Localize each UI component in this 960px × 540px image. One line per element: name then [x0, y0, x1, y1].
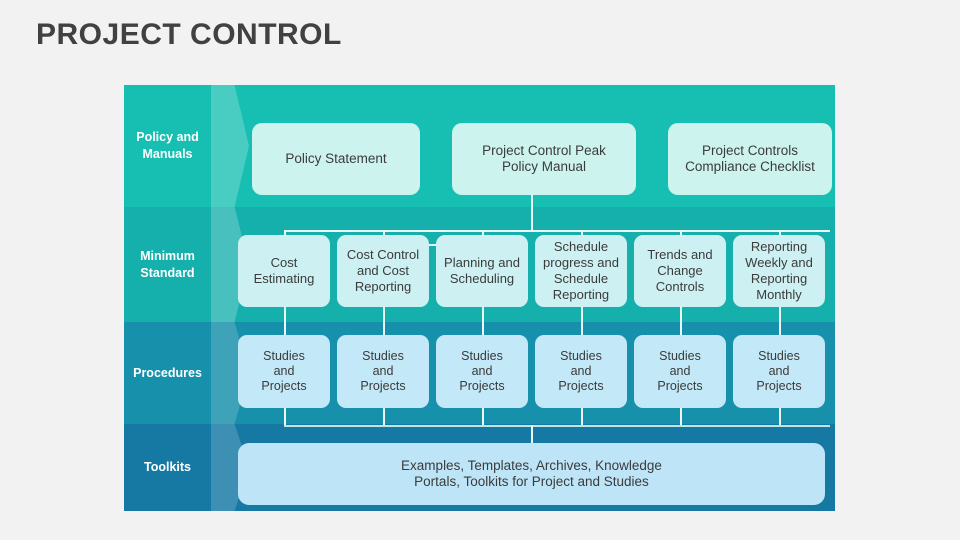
connector-l2-to-l3-5: [680, 307, 682, 335]
band-label-line1: Procedures: [133, 365, 202, 380]
node-label-line3: Reporting: [354, 278, 412, 294]
node-studies-and-projects-6[interactable]: Studies and Projects: [733, 335, 825, 408]
connector-l3-to-bus-5: [680, 408, 682, 426]
connector-bus-to-l4: [531, 425, 533, 443]
node-label-line2: Compliance Checklist: [685, 159, 815, 174]
node-toolkits-examples-templates-archives[interactable]: Examples, Templates, Archives, Knowledge…: [238, 443, 825, 505]
node-label-line2: and: [570, 363, 592, 378]
node-studies-and-projects-1[interactable]: Studies and Projects: [238, 335, 330, 408]
node-label-line3: Projects: [756, 379, 802, 394]
connector-l3-to-bus-4: [581, 408, 583, 426]
node-label-line1: Examples, Templates, Archives, Knowledge: [401, 457, 662, 473]
node-label-line2: and: [273, 363, 295, 378]
node-policy-statement[interactable]: Policy Statement: [252, 123, 420, 195]
node-label-line2: and: [372, 363, 394, 378]
connector-l2-to-l3-6: [779, 307, 781, 335]
node-studies-and-projects-4[interactable]: Studies and Projects: [535, 335, 627, 408]
connector-l2-to-l3-2: [383, 307, 385, 335]
node-label-line3: Projects: [459, 379, 505, 394]
node-label-line1: Schedule: [553, 239, 609, 255]
node-label-line3: Projects: [360, 379, 406, 394]
band-label-policy-and-manuals: Policy and Manuals: [124, 85, 211, 207]
band-label-procedures: Procedures: [124, 322, 211, 424]
node-studies-and-projects-2[interactable]: Studies and Projects: [337, 335, 429, 408]
band-label-line2: Standard: [140, 265, 195, 280]
diagram-frame: Policy and Manuals Minimum Standard Proc…: [124, 85, 835, 511]
band-chevron-policy: [211, 85, 249, 207]
node-label-line3: Controls: [655, 278, 705, 294]
connector-l2-to-l3-3: [482, 307, 484, 335]
band-label-line1: Policy and: [136, 130, 199, 145]
node-label-line2: Policy Manual: [501, 159, 587, 174]
node-label-line3: Projects: [558, 379, 604, 394]
connector-l4-bus: [284, 425, 830, 427]
node-label-line1: Studies: [362, 348, 404, 363]
node-label-line1: Reporting: [750, 239, 808, 255]
node-label-line2: Portals, Toolkits for Project and Studie…: [414, 474, 649, 489]
node-label-line1: Trends and: [647, 247, 713, 263]
node-label-line1: Cost Control: [346, 247, 420, 263]
node-label-line4: Monthly: [756, 286, 802, 302]
node-label-line2: Change: [657, 263, 703, 279]
node-label-line2: Scheduling: [449, 271, 515, 286]
connector-l3-to-bus-6: [779, 408, 781, 426]
node-label-line1: Studies: [461, 348, 503, 363]
node-label-line1: Cost: [270, 255, 298, 271]
node-label-line2: and: [669, 363, 691, 378]
node-label: Policy Statement: [285, 150, 387, 166]
node-project-controls-compliance-checklist[interactable]: Project Controls Compliance Checklist: [668, 123, 832, 195]
node-label-line2: Estimating: [253, 271, 315, 286]
node-label-line2: and: [768, 363, 790, 378]
node-label-line3: Projects: [261, 379, 307, 394]
node-label-line1: Project Control Peak: [482, 142, 606, 158]
node-label-line3: Reporting: [750, 271, 808, 286]
connector-l3-to-bus-3: [482, 408, 484, 426]
node-label-line3: Projects: [657, 379, 703, 394]
connector-l3-to-bus-1: [284, 408, 286, 426]
band-label-toolkits: Toolkits: [124, 424, 211, 511]
node-project-control-peak-policy-manual[interactable]: Project Control Peak Policy Manual: [452, 123, 636, 195]
node-trends-and-change-controls[interactable]: Trends and Change Controls: [634, 235, 726, 307]
node-schedule-progress-and-schedule-reporting[interactable]: Schedule progress and Schedule Reporting: [535, 235, 627, 307]
connector-l3-to-bus-2: [383, 408, 385, 426]
node-planning-and-scheduling[interactable]: Planning and Scheduling: [436, 235, 528, 307]
node-label-line2: and Cost: [356, 263, 410, 279]
node-label-line1: Studies: [263, 348, 305, 363]
node-label-line1: Studies: [758, 348, 800, 363]
node-label-line1: Studies: [560, 348, 602, 363]
connector-l2-bus: [284, 230, 830, 232]
connector-l2-to-l3-1: [284, 307, 286, 335]
connector-l1-to-bus: [531, 195, 533, 231]
node-label-line2: Weekly and: [745, 255, 813, 271]
connector-l2-to-l3-4: [581, 307, 583, 335]
node-studies-and-projects-5[interactable]: Studies and Projects: [634, 335, 726, 408]
node-reporting-weekly-and-reporting-monthly[interactable]: Reporting Weekly and Reporting Monthly: [733, 235, 825, 307]
node-cost-estimating[interactable]: Cost Estimating: [238, 235, 330, 307]
band-label-line1: Minimum: [140, 248, 195, 263]
node-studies-and-projects-3[interactable]: Studies and Projects: [436, 335, 528, 408]
node-label-line4: Reporting: [552, 286, 610, 302]
node-label-line2: progress and: [543, 255, 619, 271]
band-label-line2: Manuals: [142, 147, 193, 161]
page-title: PROJECT CONTROL: [36, 18, 342, 51]
band-label-line1: Toolkits: [144, 460, 191, 475]
node-label-line1: Planning and: [444, 255, 520, 271]
node-cost-control-and-cost-reporting[interactable]: Cost Control and Cost Reporting: [337, 235, 429, 307]
node-label-line1: Project Controls: [701, 142, 799, 158]
node-label-line3: Schedule: [553, 271, 609, 286]
node-label-line2: and: [471, 363, 493, 378]
band-label-minimum-standard: Minimum Standard: [124, 207, 211, 322]
node-label-line1: Studies: [659, 348, 701, 363]
